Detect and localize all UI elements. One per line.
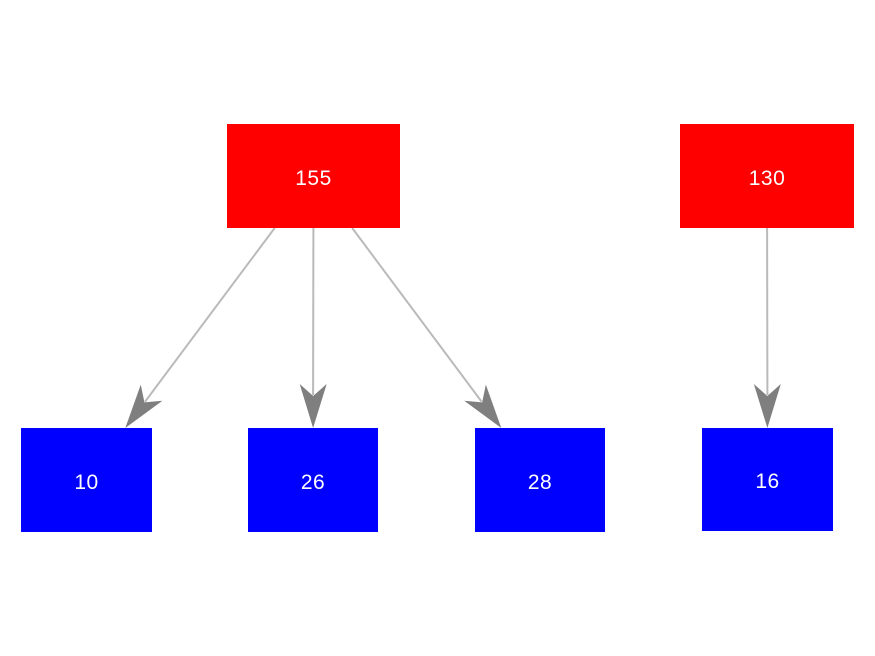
arrowhead-icon [125, 384, 163, 428]
edge-line-node-155-node-28 [351, 227, 483, 403]
node-label: 10 [74, 470, 99, 494]
node-label: 28 [527, 470, 553, 494]
node-130: 130 [680, 124, 854, 228]
node-28: 28 [475, 428, 605, 532]
node-155: 155 [227, 124, 400, 228]
node-label: 130 [748, 166, 786, 190]
node-label: 16 [755, 470, 780, 493]
node-16: 16 [702, 428, 833, 531]
node-10: 10 [21, 428, 152, 532]
node-26: 26 [248, 428, 378, 532]
node-label: 26 [300, 470, 326, 494]
node-label: 155 [295, 166, 332, 190]
arrowhead-icon [299, 383, 327, 428]
edge-line-node-155-node-10 [144, 227, 276, 403]
arrowhead-icon [464, 384, 502, 428]
arrowhead-icon [753, 383, 781, 428]
